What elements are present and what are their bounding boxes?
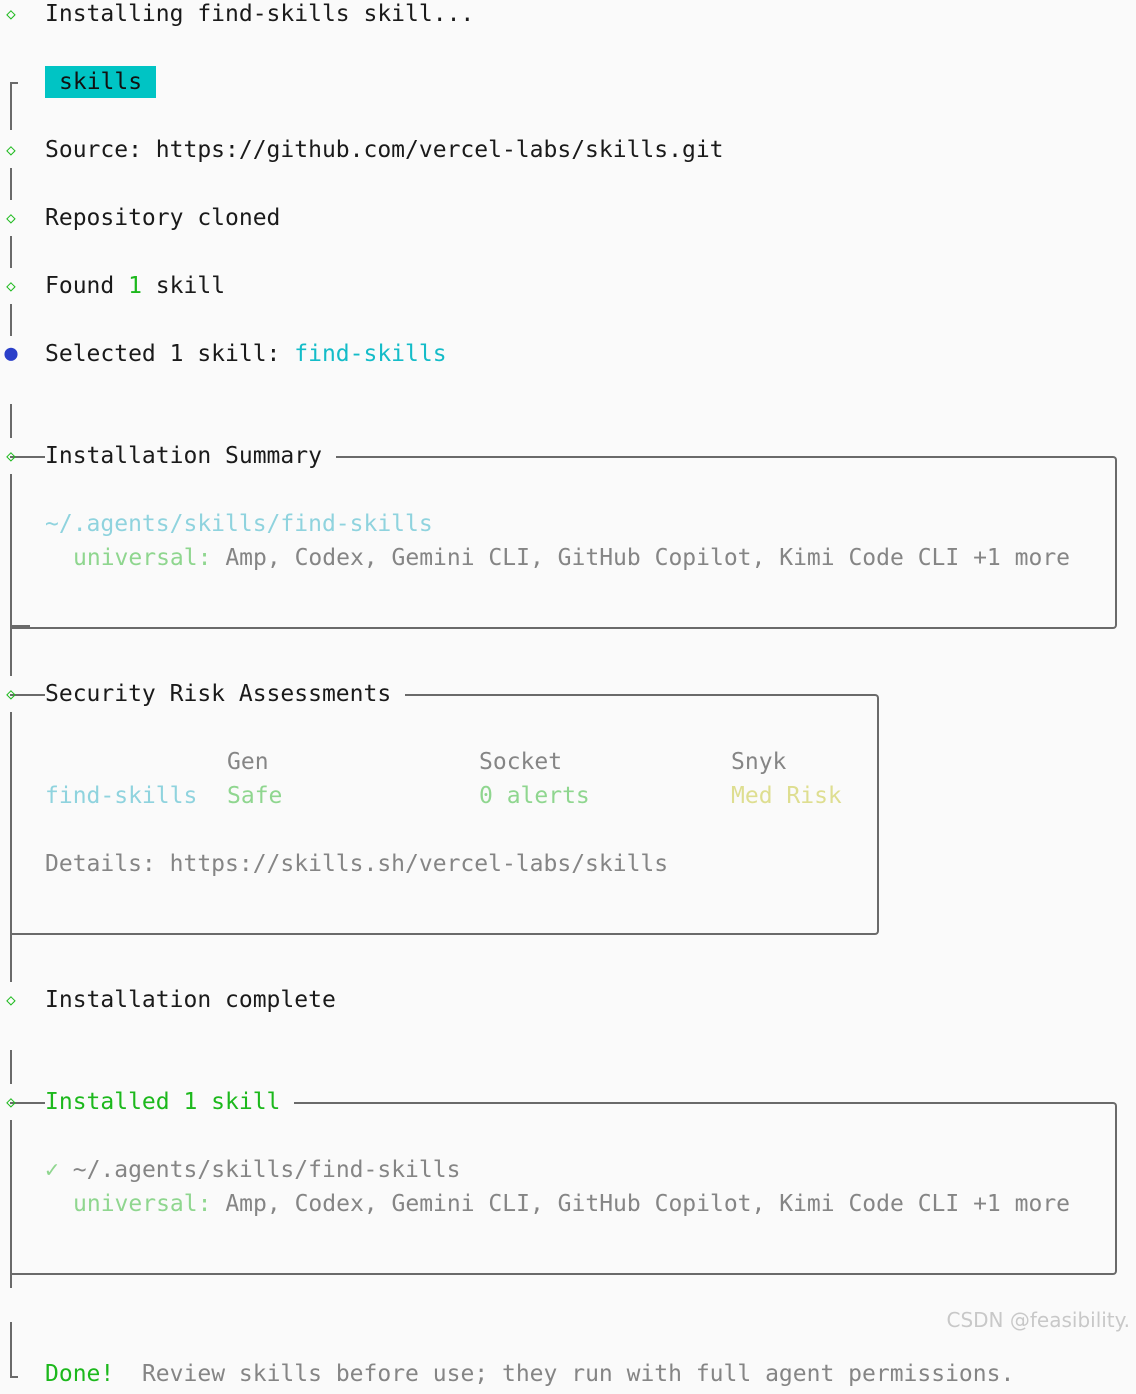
step-diamond-icon: ◇ [6,1092,16,1111]
installed-title-row: Installed 1 skill [45,1085,295,1119]
snyk-value: Med Risk [731,783,842,809]
check-icon: ✓ [45,1157,59,1183]
step-diamond-icon: ◇ [6,446,16,465]
installed-path: ~/.agents/skills/find-skills [72,1157,461,1183]
gutter-line [10,1322,12,1378]
found-line: Found 1 skill [45,269,225,303]
gutter-line [10,1050,12,1084]
gutter-line [10,1120,12,1288]
summary-path: ~/.agents/skills/find-skills [45,511,433,537]
security-details: Details: https://skills.sh/vercel-labs/s… [45,851,669,877]
gutter-line [10,712,12,982]
gutter-line [10,236,12,268]
active-dot-icon: ● [4,341,18,366]
installed-box [10,1102,1117,1275]
gutter-line [10,168,12,200]
gutter-line [10,404,12,438]
security-box [10,694,879,935]
step-diamond-icon: ◇ [6,276,16,295]
selected-prefix: Selected 1 skill: [45,341,295,367]
agents-list: Amp, Codex, Gemini CLI, GitHub Copilot, … [211,545,1071,571]
gutter-line [10,474,12,676]
done-label: Done! [45,1361,115,1387]
found-count: 1 [128,273,142,299]
installed-agents: universal: Amp, Codex, Gemini CLI, GitHu… [73,1187,1070,1221]
gutter-line [10,82,12,130]
gutter-line [10,304,12,336]
socket-value: 0 alerts [479,783,590,809]
done-message: Review skills before use; they run with … [141,1361,1015,1387]
header-snyk: Snyk [731,749,787,775]
done-line: Done! Review skills before use; they run… [45,1357,1014,1391]
summary-agents: universal: Amp, Codex, Gemini CLI, GitHu… [73,541,1070,575]
source-label: Source: [45,137,156,163]
skills-badge: skills [45,66,157,98]
source-line: Source: https://github.com/vercel-labs/s… [45,133,724,167]
gutter-corner-top [10,82,18,84]
security-title-row: Security Risk Assessments [45,677,406,711]
step-diamond-icon: ◇ [6,140,16,159]
badge-row: skills [45,65,157,99]
header-socket: Socket [479,749,563,775]
step-diamond-icon: ◇ [6,208,16,227]
selected-skill: find-skills [294,341,447,367]
step-diamond-icon: ◇ [6,684,16,703]
watermark: CSDN @feasibility. [946,1308,1130,1332]
found-suffix: skill [141,273,226,299]
summary-box [10,456,1117,629]
installed-path-row: ✓ ~/.agents/skills/find-skills [45,1153,460,1187]
security-skill: find-skills [45,783,198,809]
security-title: Security Risk Assessments [45,681,406,707]
summary-title-row: Installation Summary [45,439,336,473]
gutter-corner-bottom [10,1376,18,1378]
source-url: https://github.com/vercel-labs/skills.gi… [155,137,724,163]
cloned-line: Repository cloned [45,205,281,231]
complete-line: Installation complete [45,987,336,1013]
found-prefix: Found [45,273,129,299]
header-gen: Gen [227,749,269,775]
agents-label: universal: [73,1191,212,1217]
installed-title: Installed 1 skill [45,1089,295,1115]
gen-value: Safe [227,783,283,809]
summary-box-bottom [10,625,30,627]
agents-label: universal: [73,545,212,571]
step-diamond-icon: ◇ [6,4,16,23]
installing-line: Installing find-skills skill... [45,1,475,27]
agents-list: Amp, Codex, Gemini CLI, GitHub Copilot, … [211,1191,1071,1217]
summary-title: Installation Summary [45,443,336,469]
selected-line: Selected 1 skill: find-skills [45,337,447,371]
step-diamond-icon: ◇ [6,990,16,1009]
